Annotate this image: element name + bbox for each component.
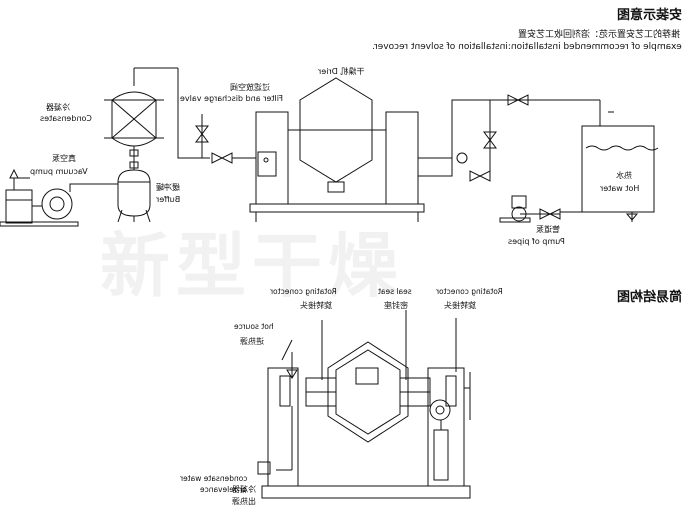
cond-water-label-cn: 冷凝器: [232, 484, 256, 495]
seal-label-en: seal seat: [378, 287, 412, 296]
rot-left-label-cn: 旋转接头: [300, 300, 332, 311]
filter-label-cn: 过滤放空阀: [230, 82, 270, 93]
filter-label-cn-text: 过滤放空阀: [230, 83, 270, 92]
dryer-label: 干燥机 Drier: [318, 66, 364, 77]
cond-water-label-en-text: condensate water: [180, 474, 248, 483]
condenser: [104, 67, 178, 162]
vacuum-label-cn: 真空泵: [52, 153, 76, 164]
pump-label-en: Pump of pipes: [508, 237, 565, 246]
condenser-label-en: Condensates: [40, 114, 92, 123]
filter-label-en-text: Filter and discharge valve: [180, 94, 283, 103]
hot-source-label-en-text: hot source: [234, 322, 274, 331]
seal-label-cn-text: 密封座: [384, 301, 408, 310]
pipe-vacuum-buffer: [69, 183, 118, 192]
filter-discharge-valve: [195, 114, 209, 158]
pump-label-cn: 管道泵: [536, 224, 560, 235]
rot-right-label-en-text: Rotating conector: [436, 287, 503, 296]
hot-water-label-en: Hot water: [600, 184, 639, 193]
hot-source-label-cn-text: 进热源: [240, 337, 264, 346]
condenser-label-en-text: Condensates: [40, 114, 92, 123]
pipe-condenser-dryer: [177, 68, 210, 159]
vacuum-pump: [0, 168, 79, 227]
rot-left-label-en-text: Rotating conector: [270, 287, 337, 296]
cond-water-label-cn2: 出热源: [232, 496, 256, 507]
structure-diagram: [257, 310, 471, 499]
valve-2: [483, 131, 497, 141]
pipe-dryer-hotwater-2: [418, 99, 600, 177]
hot-water-label-cn: 热水: [616, 170, 632, 181]
cond-water-label-en: condensate water: [180, 474, 247, 483]
rot-left-label-en: Rotating conector: [270, 287, 337, 296]
cond-water-label-cn-text: 冷凝器: [232, 485, 256, 494]
vacuum-label-en: Vacuum pump: [30, 167, 88, 176]
dryer-label-text: 干燥机 Drier: [318, 67, 365, 76]
pump-label-cn-text: 管道泵: [536, 225, 560, 234]
hot-water-label-en-text: Hot water: [600, 184, 640, 193]
valve-3: [507, 94, 520, 106]
hot-water-label-cn-text: 热水: [616, 171, 632, 180]
filter-label-en: Filter and discharge valve: [180, 94, 283, 103]
hot-source-label-en: hot source: [234, 322, 274, 331]
watermark: 新型干燥: [100, 225, 404, 307]
buffer-tank: [117, 160, 151, 223]
buffer-label-cn-text: 缓冲罐: [156, 183, 180, 192]
seal-label-en-text: seal seat: [378, 287, 412, 296]
pump-label-en-text: Pump of pipes: [508, 237, 565, 246]
condenser-label-cn: 冷凝器: [46, 102, 70, 113]
buffer-label-en: Buffer: [156, 195, 180, 204]
dryer: [249, 77, 425, 222]
condenser-label-cn-text: 冷凝器: [46, 103, 70, 112]
rot-right-label-en: Rotating conector: [436, 287, 503, 296]
pipe-pump: [499, 195, 582, 223]
vacuum-label-en-text: Vacuum pump: [30, 167, 88, 176]
rot-left-label-cn-text: 旋转接头: [300, 301, 332, 310]
valve-1b: [220, 152, 233, 164]
cond-water-label-cn2-text: 出热源: [232, 497, 256, 506]
buffer-label-cn: 缓冲罐: [156, 182, 180, 193]
hot-source-label-cn: 进热源: [240, 336, 264, 347]
valve-1: [211, 152, 224, 164]
hot-water-tank: [581, 100, 659, 222]
vacuum-label-cn-text: 真空泵: [52, 154, 76, 163]
rot-right-label-cn: 旋转接头: [444, 300, 476, 311]
buffer-label-en-text: Buffer: [156, 195, 181, 204]
rot-right-label-cn-text: 旋转接头: [444, 301, 476, 310]
seal-label-cn: 密封座: [384, 300, 408, 311]
pressure-gauge: [456, 152, 468, 164]
